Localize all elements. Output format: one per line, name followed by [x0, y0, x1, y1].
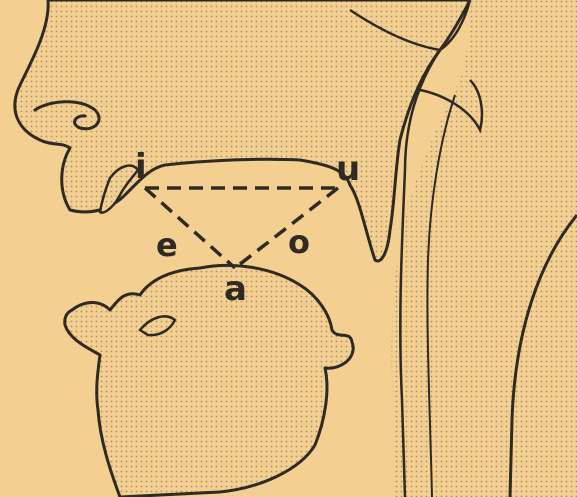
vowel-label-e: e: [156, 226, 178, 264]
vowel-label-a: a: [224, 269, 247, 309]
vowel-label-i: i: [135, 147, 147, 187]
vowel-label-o: o: [288, 223, 310, 261]
vowel-label-u: u: [336, 149, 360, 189]
